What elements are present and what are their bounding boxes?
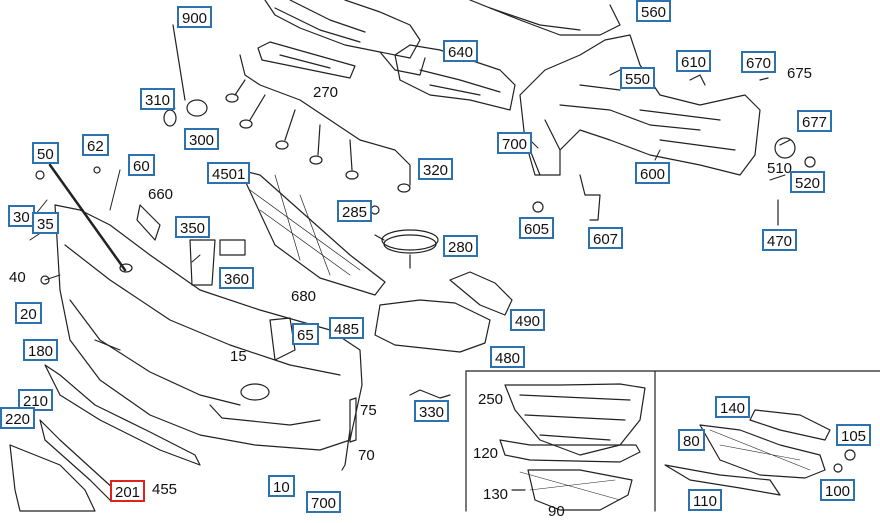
upper-bracket-part [469, 0, 621, 36]
label-480: 480 [490, 346, 526, 368]
label-70: 70 [358, 447, 375, 464]
carrier-part [519, 34, 761, 176]
sensor-part [163, 24, 208, 127]
label-700-bottom: 700 [306, 491, 342, 513]
label-30: 30 [8, 205, 35, 227]
label-607: 607 [588, 227, 624, 249]
fog-frame-part [374, 271, 513, 353]
label-220: 220 [0, 407, 36, 429]
label-675: 675 [787, 65, 813, 82]
label-360: 360 [219, 267, 255, 289]
label-600: 600 [635, 162, 671, 184]
exploded-bumper-drawing [9, 0, 880, 512]
label-660: 660 [148, 186, 174, 203]
label-35: 35 [32, 212, 59, 234]
label-60: 60 [128, 154, 155, 176]
label-470: 470 [762, 229, 798, 251]
wiring-harness-part [225, 54, 411, 193]
label-900: 900 [177, 6, 213, 28]
label-350: 350 [175, 216, 211, 238]
label-680: 680 [291, 288, 317, 305]
label-15: 15 [230, 348, 247, 365]
label-300: 300 [184, 128, 220, 150]
label-485: 485 [329, 317, 365, 339]
label-700-top: 700 [497, 132, 533, 154]
label-62: 62 [82, 134, 109, 156]
label-110: 110 [688, 489, 722, 511]
label-310: 310 [140, 88, 176, 110]
label-455: 455 [152, 481, 178, 498]
label-510: 510 [767, 160, 793, 177]
leader-lines [29, 104, 786, 281]
label-75: 75 [360, 402, 377, 419]
label-140: 140 [715, 396, 751, 418]
label-40: 40 [9, 269, 26, 286]
label-180: 180 [23, 339, 59, 361]
label-100: 100 [820, 479, 856, 501]
label-280: 280 [443, 235, 479, 257]
label-670: 670 [741, 51, 777, 73]
clips-part [35, 69, 816, 471]
bracket-part [394, 44, 516, 111]
label-20: 20 [15, 302, 42, 324]
label-130: 130 [483, 486, 509, 503]
label-105: 105 [836, 424, 872, 446]
label-490: 490 [510, 309, 546, 331]
label-605: 605 [519, 217, 555, 239]
label-65: 65 [292, 323, 319, 345]
label-201: 201 [110, 480, 146, 502]
label-250: 250 [478, 391, 504, 408]
label-50: 50 [32, 142, 59, 164]
label-330: 330 [414, 400, 450, 422]
label-610: 610 [676, 50, 712, 72]
label-90: 90 [548, 503, 565, 520]
label-550: 550 [620, 67, 656, 89]
inset-grille-part [499, 383, 856, 511]
label-640: 640 [443, 40, 479, 62]
label-285: 285 [337, 200, 373, 222]
grille-mesh-part [239, 169, 386, 296]
label-4501: 4501 [207, 162, 251, 184]
label-120: 120 [473, 445, 499, 462]
label-270: 270 [313, 84, 339, 101]
inset-frame [465, 370, 880, 512]
label-80: 80 [678, 429, 705, 451]
label-677: 677 [797, 110, 833, 132]
cable-coil-part [374, 229, 439, 269]
label-10: 10 [268, 475, 295, 497]
label-320: 320 [418, 158, 454, 180]
label-520: 520 [790, 171, 826, 193]
label-560: 560 [636, 0, 672, 22]
grille-bar-part [257, 41, 356, 79]
label-210: 210 [18, 389, 54, 411]
